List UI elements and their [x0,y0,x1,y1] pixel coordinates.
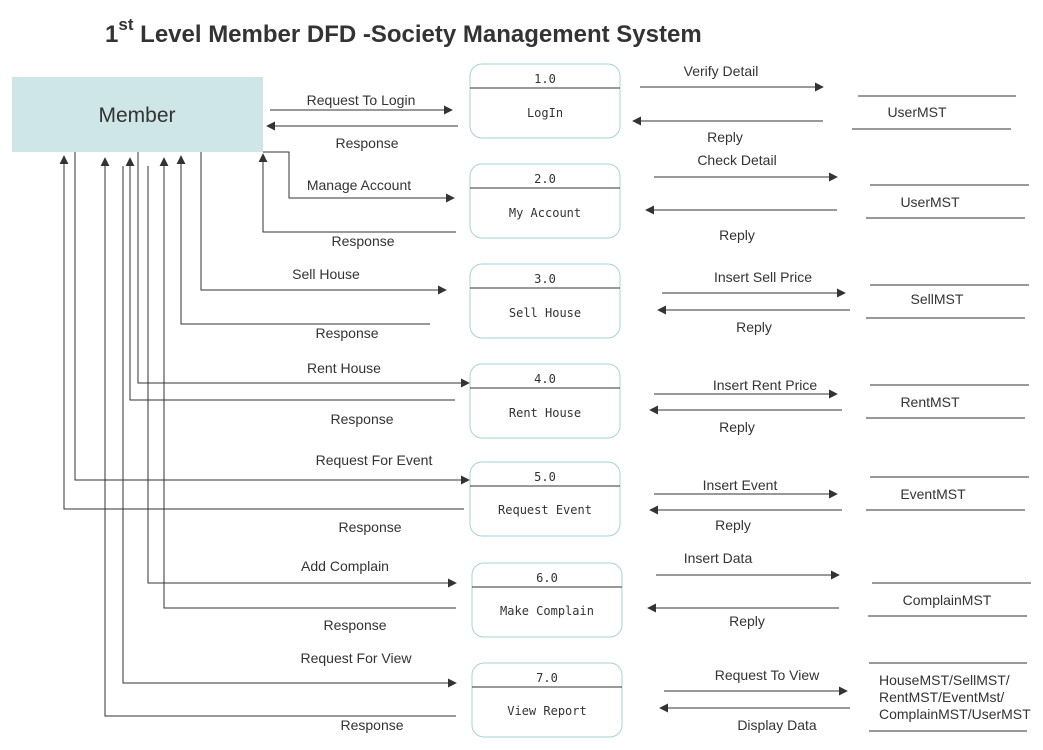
store-flow-1-out-label: Verify Detail [684,63,759,79]
store-flow-6-back-label: Reply [729,613,765,629]
process-3-name: Sell House [509,306,581,320]
store-flow-5-back-label: Reply [715,517,751,533]
data-store-3: SellMST [866,284,1029,319]
flow-6-response-label: Response [323,617,386,633]
flow-5-response-label: Response [338,519,401,535]
member-entity [12,77,263,152]
flow-2-request-arrow [263,151,455,203]
data-store-7: HouseMST/SellMST/ RentMST/EventMst/ Comp… [869,662,1031,732]
diagram-title: 1st Level Member DFD -Society Management… [105,15,702,48]
process-7: 7.0 View Report [471,662,623,738]
process-1-name: LogIn [527,106,563,120]
flow-3-response-arrow [176,155,430,325]
process-5-number: 5.0 [534,470,556,484]
flow-3-request-arrow [200,152,447,295]
process-6: 6.0 Make Complain [471,562,623,638]
data-store-6-label: ComplainMST [903,592,992,608]
store-flow-1-back-label: Reply [707,129,743,145]
data-store-5-label: EventMST [900,486,966,502]
process-7-number: 7.0 [536,671,558,685]
data-store-7-label-line-2: RentMST/EventMst/ [879,689,1004,705]
flow-4-request-arrow [137,152,470,388]
member-entity-label: Member [98,104,175,127]
flow-6-request-arrow [147,166,457,588]
data-store-6: ComplainMST [868,582,1031,617]
process-2-name: My Account [509,206,581,220]
store-flow-4-out-label: Insert Rent Price [713,377,817,393]
flow-1-response-label: Response [335,135,398,151]
data-store-4-label: RentMST [900,394,960,410]
process-4-name: Rent House [509,406,581,420]
process-3: 3.0 Sell House [469,263,621,339]
store-flow-7-out-label: Request To View [715,667,820,683]
flow-3-request-label: Sell House [292,266,360,282]
data-store-3-label: SellMST [911,291,964,307]
store-flow-2-back-label: Reply [719,227,755,243]
process-4-number: 4.0 [534,372,556,386]
process-6-name: Make Complain [500,604,594,618]
flow-6-request-label: Add Complain [301,558,389,574]
process-6-number: 6.0 [536,571,558,585]
data-store-5: EventMST [866,476,1029,511]
data-store-2-label: UserMST [900,194,960,210]
flow-4-response-label: Response [330,411,393,427]
flow-6-response-arrow [159,157,456,609]
store-flow-7-back-label: Display Data [737,717,817,733]
data-store-7-label-line-1: HouseMST/SellMST/ [879,672,1010,688]
flow-7-request-label: Request For View [300,650,412,666]
flow-3-response-label: Response [315,325,378,341]
process-1: 1.0 LogIn [469,63,621,139]
data-store-2: UserMST [866,184,1029,219]
flow-4-request-label: Rent House [307,360,381,376]
process-4: 4.0 Rent House [469,363,621,439]
store-flow-4-back-label: Reply [719,419,755,435]
flow-1-request-label: Request To Login [307,92,416,108]
store-flow-5-out-label: Insert Event [703,477,778,493]
flow-7-request-arrow [122,166,457,688]
store-flow-3-back-label: Reply [736,319,772,335]
flow-2-response-label: Response [331,233,394,249]
process-1-number: 1.0 [534,72,556,86]
flow-5-request-label: Request For Event [316,452,433,468]
process-5: 5.0 Request Event [469,461,621,537]
flow-2-response-arrow [258,153,456,233]
store-flow-2-out-label: Check Detail [697,152,776,168]
flow-7-response-label: Response [340,717,403,733]
flow-5-request-arrow [74,152,470,485]
process-2: 2.0 My Account [469,163,621,239]
data-store-7-label-line-3: ComplainMST/UserMST [879,706,1031,722]
data-store-1-label: UserMST [887,104,947,120]
process-5-name: Request Event [498,503,592,517]
data-store-4: RentMST [866,384,1029,419]
store-flow-3-out-label: Insert Sell Price [714,269,812,285]
process-7-name: View Report [507,704,586,718]
flow-2-request-label: Manage Account [307,177,411,193]
store-flow-6-out-label: Insert Data [684,550,753,566]
flow-5-response-arrow [59,155,464,510]
data-store-1: UserMST [852,95,1016,130]
process-2-number: 2.0 [534,172,556,186]
flow-4-response-arrow [125,157,455,401]
flow-7-response-arrow [100,157,456,717]
process-3-number: 3.0 [534,272,556,286]
